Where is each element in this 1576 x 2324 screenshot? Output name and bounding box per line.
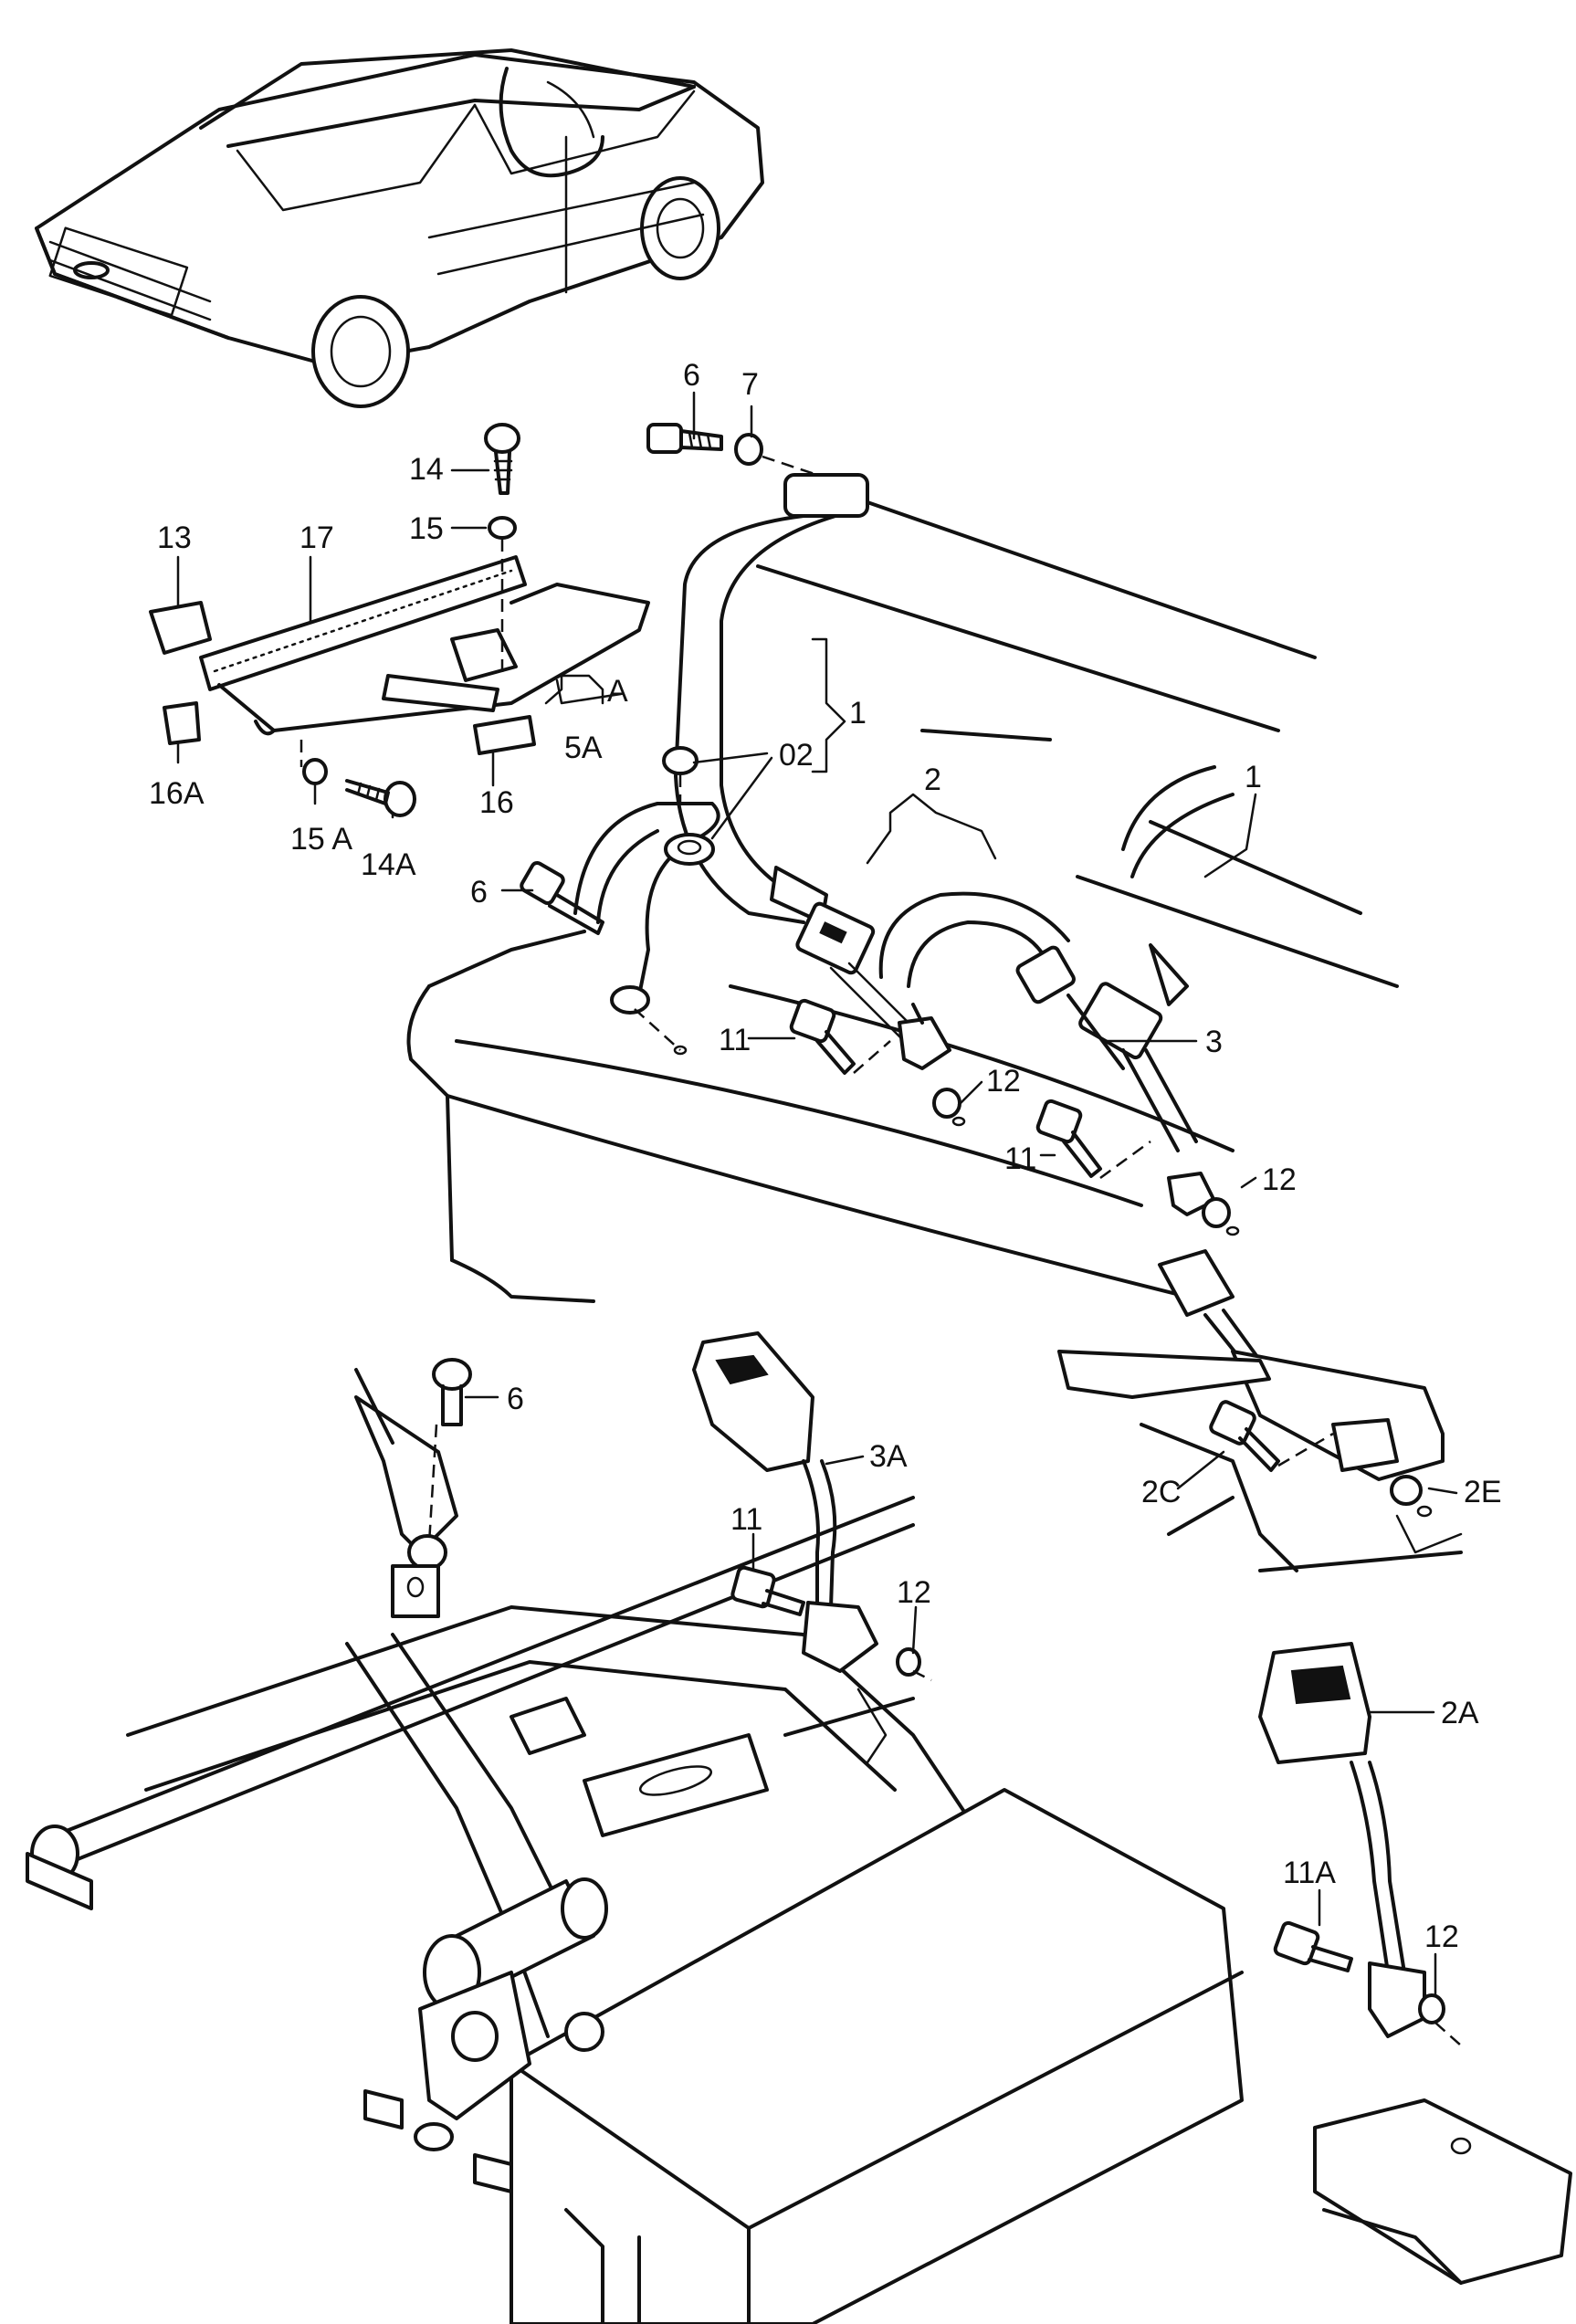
clip-16A	[163, 701, 201, 745]
part-labels: 6 7 14 15 13 17 A 5A 16A 15 A 14A 16 1 0…	[149, 358, 1502, 1954]
label-7: 7	[741, 367, 759, 402]
front-belt-assembly	[520, 423, 1317, 1056]
bolt-11-b	[1035, 1099, 1151, 1180]
label-12-c: 12	[897, 1575, 931, 1610]
label-11-a: 11	[719, 1023, 751, 1057]
washer-15A	[302, 758, 328, 785]
rear-buckle-assembly-2C-2E	[1057, 1249, 1463, 1572]
trim-rail-17	[199, 555, 650, 736]
label-02: 02	[779, 738, 814, 773]
washer-7	[734, 433, 763, 466]
washer-2E	[1390, 1475, 1423, 1506]
washer-12-b	[1202, 1197, 1231, 1228]
washer-15	[488, 516, 517, 540]
label-14: 14	[409, 452, 444, 487]
leader-lines	[176, 391, 1458, 1997]
label-12-a: 12	[986, 1064, 1021, 1099]
bolt-11-c	[730, 1565, 805, 1616]
label-11-b: 11	[1004, 1141, 1036, 1176]
grommet-02-b	[664, 833, 715, 866]
washer-12-c	[896, 1647, 921, 1677]
label-16: 16	[479, 785, 514, 820]
bolt-2C	[1209, 1400, 1334, 1472]
label-2A: 2A	[1441, 1696, 1479, 1730]
label-12-b: 12	[1262, 1162, 1297, 1197]
buckle-3A	[692, 1331, 878, 1673]
label-11A: 11A	[1283, 1856, 1336, 1890]
label-3A: 3A	[869, 1439, 908, 1474]
buckle-2A	[1258, 1642, 1426, 2038]
label-6-left: 6	[470, 875, 488, 910]
washer-12-d	[1418, 1993, 1445, 2024]
car-illustration	[35, 48, 764, 408]
screw-14A	[345, 779, 416, 817]
anchor-bolt-6-lower	[520, 860, 604, 935]
label-17: 17	[299, 521, 334, 555]
label-2: 2	[924, 762, 941, 797]
anchor-bolt-6-seat	[354, 1358, 472, 1618]
label-15: 15	[409, 511, 444, 546]
label-11-c: 11	[730, 1502, 762, 1537]
label-14A: 14A	[361, 847, 416, 882]
label-1-center: 1	[849, 696, 867, 731]
label-15A: 15 A	[290, 822, 352, 857]
washer-12-a	[932, 1088, 961, 1119]
label-A: A	[607, 674, 628, 709]
floor-bracket	[1313, 2098, 1572, 2285]
bolt-11A	[1273, 1920, 1353, 1972]
label-16A: 16A	[149, 776, 205, 811]
screw-14	[484, 423, 520, 495]
label-12-d: 12	[1424, 1919, 1459, 1954]
label-3: 3	[1205, 1025, 1223, 1059]
rear-seat-outline	[406, 765, 1399, 1303]
grommet-02-a	[662, 746, 699, 775]
center-buckles	[878, 891, 1216, 1216]
label-1-right: 1	[1245, 760, 1262, 794]
clip-13	[149, 601, 212, 655]
clip-16	[473, 715, 536, 755]
anchor-bolt-6	[646, 423, 723, 454]
bolt-11-a	[789, 998, 891, 1075]
label-2E: 2E	[1464, 1475, 1502, 1509]
label-5A: 5A	[564, 731, 603, 765]
label-6-top: 6	[683, 358, 700, 393]
label-13: 13	[157, 521, 192, 555]
label-6-seat: 6	[507, 1382, 524, 1416]
label-2C: 2C	[1141, 1475, 1181, 1509]
front-seat-frame	[26, 1496, 1244, 2324]
